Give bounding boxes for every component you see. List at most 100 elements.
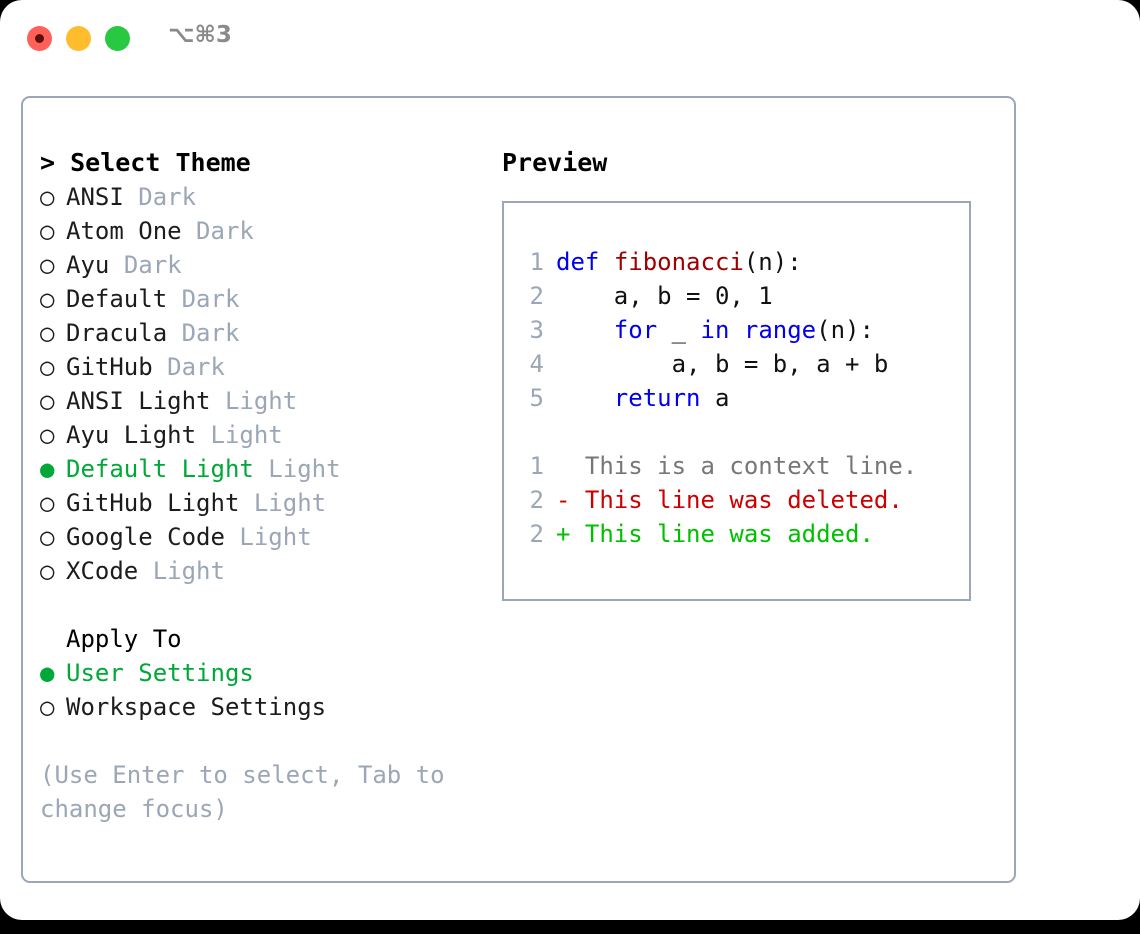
apply-to-option-label: User Settings	[66, 659, 254, 687]
diff-line-added: 2+ This line was added.	[518, 517, 917, 551]
radio-unselected-icon: ○	[40, 217, 55, 245]
line-number: 3	[529, 316, 544, 344]
code-token-keyword: range	[743, 316, 817, 344]
theme-option-category: Light	[253, 489, 327, 517]
theme-option-label: Ayu	[66, 251, 110, 279]
code-token-plain	[556, 316, 614, 344]
theme-option-label: XCode	[66, 557, 139, 585]
title-bar: ⌥⌘3	[0, 0, 1140, 76]
code-token-plain: a	[700, 384, 730, 412]
theme-option-ayu[interactable]: ○ Ayu Dark	[40, 248, 490, 282]
theme-option-dracula[interactable]: ○ Dracula Dark	[40, 316, 490, 350]
radio-unselected-icon: ○	[40, 489, 55, 517]
theme-option-category: Dark	[181, 285, 240, 313]
apply-to-list[interactable]: ● User Settings ○ Workspace Settings	[40, 656, 490, 724]
theme-option-google-code[interactable]: ○ Google Code Light	[40, 520, 490, 554]
theme-option-category: Light	[152, 557, 225, 585]
minimize-button[interactable]	[66, 26, 91, 51]
code-token-plain: (n):	[816, 316, 874, 344]
theme-option-ansi[interactable]: ○ ANSI Dark	[40, 180, 490, 214]
diff-text: This line was added.	[570, 520, 874, 548]
code-token-keyword: def	[556, 248, 600, 276]
theme-list[interactable]: ○ ANSI Dark ○ Atom One Dark ○ Ayu Dark ○ Defaul…	[40, 180, 490, 588]
theme-option-category: Light	[239, 523, 312, 551]
keyboard-shortcut-label: ⌥⌘3	[168, 22, 232, 48]
code-token-plain: a, b = 0, 1	[556, 282, 773, 310]
radio-unselected-icon: ○	[40, 251, 55, 279]
theme-option-label: Google Code	[66, 523, 225, 551]
line-number: 4	[529, 350, 544, 378]
close-button[interactable]	[27, 26, 52, 51]
theme-option-label: Default	[66, 285, 168, 313]
radio-unselected-icon: ○	[40, 319, 55, 347]
theme-option-category: Dark	[123, 251, 182, 279]
theme-option-github[interactable]: ○ GitHub Dark	[40, 350, 490, 384]
apply-to-header: Apply To	[66, 625, 182, 653]
theme-option-xcode[interactable]: ○XCode Light	[40, 554, 490, 588]
line-number: 1	[529, 248, 544, 276]
code-blank-line	[518, 415, 917, 449]
code-line: 1 def fibonacci(n):	[518, 245, 917, 279]
diff-sign: +	[556, 520, 571, 548]
theme-option-ayu-light[interactable]: ○Ayu Light Light	[40, 418, 490, 452]
maximize-button[interactable]	[105, 26, 130, 51]
theme-selector-panel: > Select Theme ○ANSI Dark○Atom One Dark○…	[21, 96, 1016, 883]
theme-option-label: GitHub Light	[66, 489, 240, 517]
theme-option-category: Dark	[181, 319, 240, 347]
radio-selected-icon: ●	[40, 659, 55, 687]
code-token-plain: (n):	[743, 248, 802, 276]
theme-option-category: Dark	[196, 217, 254, 245]
radio-unselected-icon: ○	[40, 523, 55, 551]
code-line: 5 return a	[518, 381, 917, 415]
theme-option-category: Light	[210, 421, 283, 449]
theme-option-default-light[interactable]: ● Default Light Light	[40, 452, 490, 486]
theme-option-atom-one[interactable]: ○ Atom One Dark	[40, 214, 490, 248]
code-token-function: fibonacci	[613, 248, 744, 276]
apply-to-option-user-settings[interactable]: ● User Settings	[40, 656, 490, 690]
radio-selected-icon: ●	[40, 455, 55, 483]
apply-to-option-workspace-settings[interactable]: ○ Workspace Settings	[40, 690, 490, 724]
theme-option-category: Dark	[167, 353, 225, 381]
diff-line-context: 1 This is a context line.	[518, 449, 918, 483]
theme-option-label: ANSI Light	[66, 387, 211, 415]
theme-option-category: Light	[224, 387, 298, 415]
theme-option-label: Ayu Light	[66, 421, 197, 449]
code-token-plain	[556, 384, 614, 412]
code-token-plain: a, b = b, a + b	[556, 350, 889, 378]
preview-title: Preview	[502, 148, 608, 177]
select-theme-header: > Select Theme	[40, 148, 251, 177]
keyboard-hint-text: (Use Enter to select, Tab to change focu…	[40, 761, 445, 823]
theme-option-label: Default Light	[66, 455, 254, 483]
line-number: 5	[529, 384, 544, 412]
radio-unselected-icon: ○	[40, 693, 55, 721]
radio-unselected-icon: ○	[40, 387, 55, 415]
diff-sign: -	[556, 486, 571, 514]
theme-option-label: Dracula	[66, 319, 168, 347]
theme-option-label: GitHub	[66, 353, 153, 381]
theme-list-column: > Select Theme ○ANSI Dark○Atom One Dark○…	[40, 146, 490, 826]
radio-unselected-icon: ○	[40, 353, 55, 381]
radio-unselected-icon: ○	[40, 285, 55, 313]
theme-option-ansi-light[interactable]: ○ ANSI Light Light	[40, 384, 490, 418]
diff-sign	[556, 452, 570, 480]
theme-option-label: ANSI	[66, 183, 124, 211]
diff-text: This line was deleted.	[570, 486, 903, 514]
traffic-lights	[27, 26, 130, 51]
radio-unselected-icon: ○	[40, 183, 55, 211]
theme-option-category: Dark	[138, 183, 197, 211]
code-token-plain: _	[657, 316, 701, 344]
theme-option-label: Atom One	[66, 217, 182, 245]
apply-to-option-label: Workspace Settings	[66, 693, 327, 721]
code-token-plain	[599, 248, 613, 276]
theme-option-category: Light	[268, 455, 341, 483]
diff-lines: 1 This is a context line. 2- This line wa…	[518, 449, 918, 551]
code-token-keyword: in	[700, 316, 730, 344]
line-number: 2	[529, 282, 544, 310]
line-number: 2	[529, 486, 544, 514]
theme-option-github-light[interactable]: ○ GitHub Light Light	[40, 486, 490, 520]
theme-option-default[interactable]: ○ Default Dark	[40, 282, 490, 316]
